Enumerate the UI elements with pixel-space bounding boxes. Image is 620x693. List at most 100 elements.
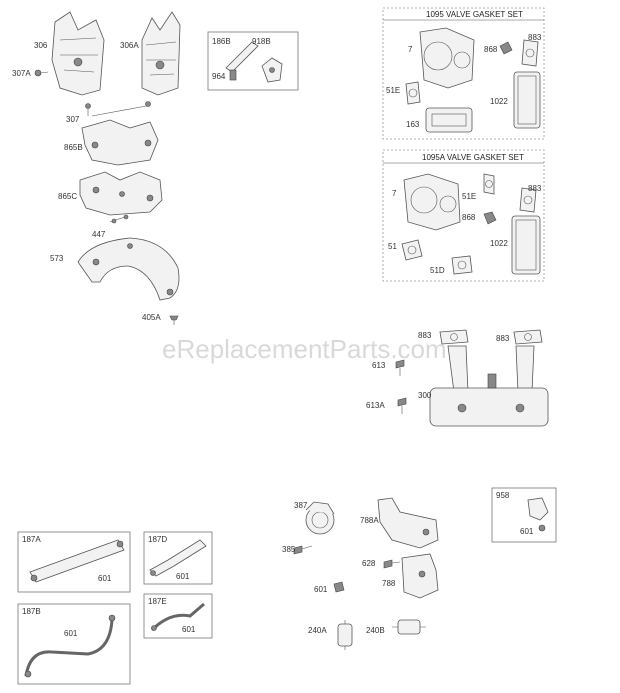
- box-958: [491, 487, 557, 543]
- label-kit1095a-1022: 1022: [490, 239, 508, 248]
- hose-187d[interactable]: [149, 539, 207, 577]
- gasket-1022-a[interactable]: [511, 215, 541, 275]
- gasket-883[interactable]: [521, 39, 539, 67]
- clamp-601[interactable]: [333, 581, 345, 593]
- screw-628[interactable]: [383, 559, 401, 569]
- shield-306a[interactable]: [141, 11, 181, 96]
- gasket-883-left[interactable]: [439, 329, 469, 345]
- label-187d: 187D: [148, 535, 167, 544]
- valve-958[interactable]: [527, 497, 549, 532]
- screw-405a[interactable]: [169, 315, 179, 325]
- label-187b-601: 601: [64, 629, 78, 638]
- label-187b: 187B: [22, 607, 41, 616]
- label-865b: 865B: [64, 143, 83, 152]
- label-385: 385: [282, 545, 296, 554]
- shield-865c[interactable]: [79, 171, 163, 216]
- screw-385[interactable]: [293, 545, 313, 555]
- bracket-788[interactable]: [401, 553, 439, 599]
- label-kit1095a-7: 7: [392, 189, 397, 198]
- label-788a: 788A: [360, 516, 379, 525]
- label-405a: 405A: [142, 313, 161, 322]
- label-883-left: 883: [418, 331, 432, 340]
- label-kit1095-868: 868: [484, 45, 498, 54]
- box-186b-918b: [207, 31, 299, 91]
- gasket-883-a[interactable]: [519, 187, 537, 213]
- fuel-pump-387[interactable]: [305, 501, 335, 535]
- screw-613a[interactable]: [397, 397, 407, 414]
- tube-186b[interactable]: [225, 41, 259, 73]
- valve-918b[interactable]: [261, 57, 283, 83]
- label-613: 613: [372, 361, 386, 370]
- part-964[interactable]: [229, 69, 237, 81]
- hose-187a[interactable]: [29, 539, 125, 583]
- screw-307[interactable]: [85, 101, 151, 117]
- label-918b: 918B: [252, 37, 271, 46]
- label-306a: 306A: [120, 41, 139, 50]
- shield-306[interactable]: [51, 11, 105, 96]
- muffler-300[interactable]: [429, 345, 549, 427]
- box-187a: [17, 531, 131, 593]
- gasket-163[interactable]: [425, 107, 473, 133]
- label-kit1095-1022: 1022: [490, 97, 508, 106]
- label-883-right: 883: [496, 334, 510, 343]
- shield-865b[interactable]: [81, 119, 159, 166]
- hose-187b[interactable]: [24, 614, 116, 678]
- label-964: 964: [212, 72, 226, 81]
- watermark-text: eReplacementParts.com: [162, 334, 447, 364]
- label-958: 958: [496, 491, 510, 500]
- kit-1095a-title: 1095A VALVE GASKET SET: [422, 153, 524, 162]
- kit-1095-title: 1095 VALVE GASKET SET: [426, 10, 523, 19]
- label-601-958: 601: [520, 527, 534, 536]
- label-kit1095a-883: 883: [528, 184, 542, 193]
- label-387: 387: [294, 501, 308, 510]
- label-447: 447: [92, 230, 106, 239]
- hose-187e[interactable]: [150, 602, 205, 632]
- label-187e: 187E: [148, 597, 167, 606]
- label-628: 628: [362, 559, 376, 568]
- fuel-filter-240b[interactable]: [392, 619, 426, 635]
- label-187e-601: 601: [182, 625, 196, 634]
- gasket-7-a[interactable]: [403, 173, 461, 231]
- box-187b: [17, 603, 131, 685]
- label-kit1095a-51: 51: [388, 242, 397, 251]
- screw-447[interactable]: [109, 214, 129, 224]
- label-kit1095a-51d: 51D: [430, 266, 445, 275]
- bracket-788a[interactable]: [377, 497, 439, 549]
- label-187a: 187A: [22, 535, 41, 544]
- label-613a: 613A: [366, 401, 385, 410]
- label-kit1095-883: 883: [528, 33, 542, 42]
- kit-1095a-box: [382, 149, 545, 282]
- label-187d-601: 601: [176, 572, 190, 581]
- gasket-51[interactable]: [401, 239, 423, 261]
- label-865c: 865C: [58, 192, 77, 201]
- label-306: 306: [34, 41, 48, 50]
- box-187d: [143, 531, 213, 585]
- baffle-573[interactable]: [77, 237, 180, 301]
- screw-307a[interactable]: [34, 69, 49, 77]
- label-307: 307: [66, 115, 80, 124]
- label-186b: 186B: [212, 37, 231, 46]
- label-601-center: 601: [314, 585, 328, 594]
- screw-613[interactable]: [395, 359, 405, 376]
- seal-868-a[interactable]: [483, 211, 497, 225]
- label-307a: 307A: [12, 69, 31, 78]
- label-kit1095-51e: 51E: [386, 86, 400, 95]
- label-240b: 240B: [366, 626, 385, 635]
- gasket-7[interactable]: [419, 27, 475, 89]
- label-187a-601: 601: [98, 574, 112, 583]
- label-kit1095-7: 7: [408, 45, 413, 54]
- seal-868[interactable]: [499, 41, 513, 55]
- gasket-883-right[interactable]: [513, 329, 543, 345]
- label-300: 300: [418, 391, 432, 400]
- gasket-51e-a[interactable]: [483, 173, 495, 195]
- gasket-51d[interactable]: [451, 255, 473, 275]
- gasket-1022[interactable]: [513, 71, 541, 129]
- fuel-filter-240a[interactable]: [337, 620, 353, 650]
- box-187e: [143, 593, 213, 639]
- label-kit1095-163: 163: [406, 120, 420, 129]
- label-240a: 240A: [308, 626, 327, 635]
- label-kit1095a-51e: 51E: [462, 192, 476, 201]
- gasket-51e[interactable]: [405, 81, 421, 105]
- label-788: 788: [382, 579, 396, 588]
